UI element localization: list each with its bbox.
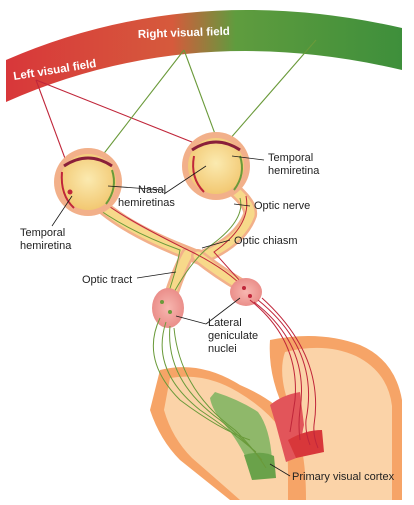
lgn-label-line3: nuclei bbox=[208, 343, 237, 355]
left-eye bbox=[54, 148, 122, 216]
right-eye bbox=[182, 132, 250, 200]
primary-visual-cortex-label: Primary visual cortex bbox=[292, 471, 395, 483]
temporal-hemiretina-left-line2: hemiretina bbox=[20, 240, 72, 252]
temporal-hemiretina-right-label: Temporal hemiretina bbox=[268, 152, 320, 177]
optic-nerve-label: Optic nerve bbox=[254, 200, 310, 212]
temporal-hemiretina-left-label: Temporal hemiretina bbox=[20, 227, 72, 252]
visual-field-arc bbox=[6, 10, 402, 102]
temporal-hemiretina-right-line1: Temporal bbox=[268, 152, 313, 164]
optic-radiations bbox=[152, 297, 319, 469]
temporal-hemiretina-left-line1: Temporal bbox=[20, 227, 65, 239]
lateral-geniculate-nuclei-label: Lateral geniculate nuclei bbox=[208, 317, 261, 355]
optic-tract-label: Optic tract bbox=[82, 274, 132, 286]
lgn-label-line2: geniculate bbox=[208, 330, 258, 342]
primary-visual-cortex-green bbox=[210, 392, 272, 466]
leader-lines bbox=[51, 155, 291, 477]
right-visual-field-label: Right visual field bbox=[138, 26, 230, 41]
nasal-hemiretinas-line2: hemiretinas bbox=[118, 197, 175, 209]
lgn-left bbox=[152, 288, 184, 328]
nasal-hemiretinas-label: Nasal hemiretinas bbox=[118, 184, 175, 209]
temporal-hemiretina-right-line2: hemiretina bbox=[268, 165, 320, 177]
lgn-label-line1: Lateral bbox=[208, 317, 242, 329]
optic-chiasm-label: Optic chiasm bbox=[234, 235, 298, 247]
visual-rays bbox=[35, 39, 317, 181]
occipital-cortex bbox=[150, 336, 402, 500]
nasal-hemiretinas-line1: Nasal bbox=[138, 184, 166, 196]
lgn-right bbox=[230, 278, 262, 306]
